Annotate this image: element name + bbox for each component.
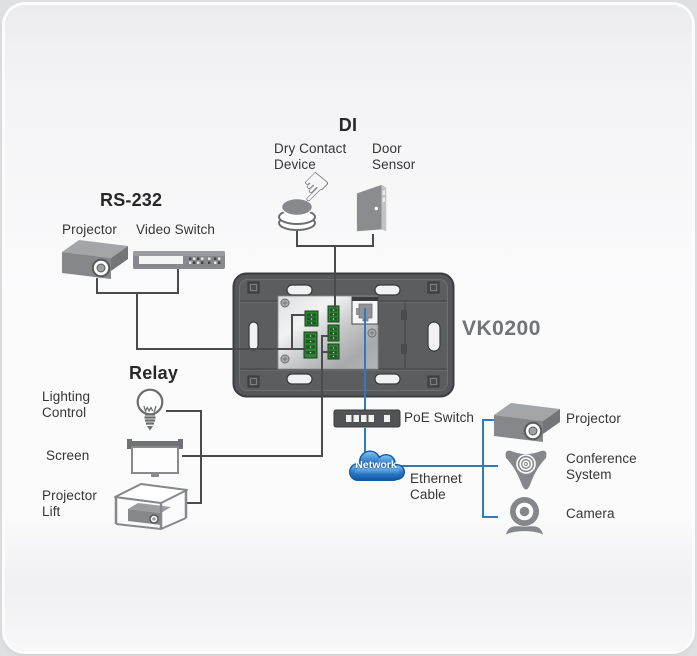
poe-switch-icon	[333, 409, 401, 428]
door-sensor-label: Door Sensor	[372, 141, 416, 172]
vk0200-device	[232, 272, 455, 398]
projector-icon-network	[492, 401, 562, 443]
rs232-heading: RS-232	[100, 190, 163, 210]
video-switch-icon	[132, 247, 226, 271]
connector-relay-stub2	[321, 351, 330, 353]
screen-icon	[126, 438, 184, 478]
projector-network-label: Projector	[566, 411, 621, 426]
connector-relay-stub1	[321, 335, 330, 337]
connector-relay-bus	[200, 410, 202, 504]
di-heading: DI	[338, 115, 358, 135]
connector-relay-lighting	[166, 410, 202, 412]
dry-contact-label: Dry Contact Device	[274, 141, 347, 172]
connector-di-right	[372, 234, 374, 246]
video-switch-label: Video Switch	[136, 222, 215, 237]
cable-switch-to-cloud	[364, 428, 366, 452]
relay-heading: Relay	[129, 363, 179, 383]
cable-cloud-to-bus	[401, 465, 498, 467]
projector-rs232-label: Projector	[62, 222, 117, 237]
light-bulb-icon	[130, 386, 170, 438]
connector-rs232-left	[96, 278, 98, 293]
connector-relay-riser	[321, 335, 323, 457]
model-label: VK0200	[462, 317, 541, 340]
ethernet-cable-label: Ethernet Cable	[410, 471, 462, 502]
screen-label: Screen	[46, 448, 90, 463]
terminal-blocks	[303, 305, 340, 360]
connector-rs232-inner-v	[291, 314, 293, 350]
camera-label: Camera	[566, 506, 615, 521]
connector-rs232-inner-h	[291, 314, 306, 316]
door-icon	[354, 182, 392, 235]
connector-relay-lift	[186, 502, 202, 504]
projector-icon-rs232	[60, 238, 130, 280]
connector-di-drop	[334, 245, 336, 308]
connector-rs232-run	[136, 348, 306, 350]
cable-stub-camera	[482, 516, 498, 518]
conference-system-label: Conference System	[566, 451, 637, 482]
connector-di-left	[296, 230, 298, 246]
cable-bus	[482, 419, 484, 518]
conference-system-icon	[499, 444, 554, 496]
network-cloud-label: Network	[355, 459, 397, 471]
lighting-control-label: Lighting Control	[42, 389, 91, 420]
poe-switch-label: PoE Switch	[404, 410, 475, 425]
connector-rs232-right	[177, 269, 179, 293]
cable-stub-projector	[482, 419, 498, 421]
projector-lift-icon	[113, 479, 189, 531]
camera-icon	[502, 495, 547, 535]
connector-relay-screen	[182, 455, 323, 457]
connector-rs232-drop	[136, 292, 138, 349]
cable-port-to-switch	[364, 308, 366, 410]
projector-lift-label: Projector Lift	[42, 488, 97, 519]
